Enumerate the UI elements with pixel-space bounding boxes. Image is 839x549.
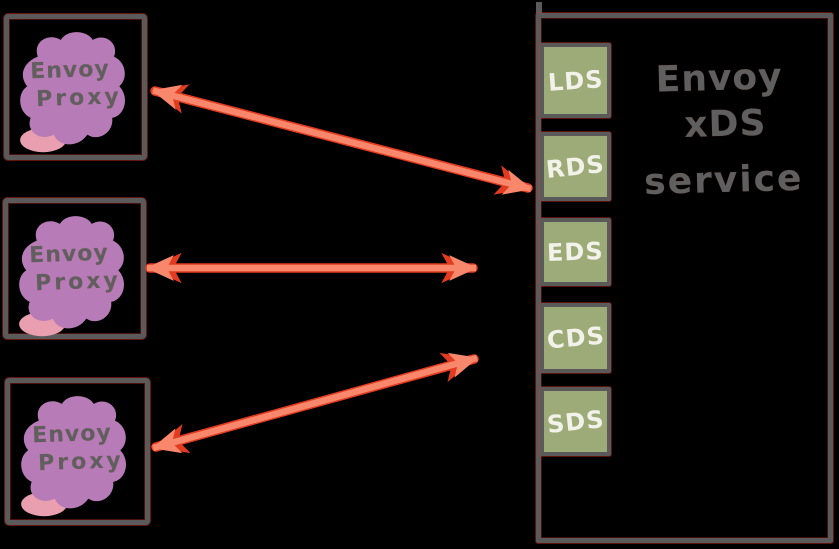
service-title: Envoy xDS service [616, 53, 825, 206]
purple-scribble [19, 216, 124, 329]
bidirectional-arrow-proxy3-service [151, 352, 479, 454]
scribble-blob [21, 396, 126, 517]
frame-overshoot-stroke [536, 2, 542, 16]
proxy-label-line1: Envoy [31, 420, 113, 449]
scribble-blob [20, 32, 125, 153]
api-label-sds: SDS [545, 404, 606, 439]
api-box-lds: LDS [540, 43, 611, 118]
proxy-label-line1: Envoy [29, 56, 111, 85]
proxy-label: Envoy Proxy [8, 56, 133, 113]
api-label-cds: CDS [545, 321, 606, 355]
api-label-lds: LDS [546, 64, 605, 97]
envoy-proxy-node-1: Envoy Proxy [4, 14, 147, 160]
service-title-line3: service [643, 157, 804, 204]
bidirectional-arrow-proxy1-service [150, 84, 533, 195]
scribble-blob [19, 216, 124, 337]
api-label-eds: EDS [546, 237, 605, 267]
proxy-label-line1: Envoy [28, 240, 110, 269]
xds-service-panel [536, 13, 833, 543]
proxy-label-line2: Proxy [37, 448, 125, 477]
service-title-line1: Envoy [655, 56, 784, 101]
api-box-cds: CDS [540, 303, 611, 373]
api-box-eds: EDS [540, 218, 611, 286]
purple-scribble [21, 396, 126, 509]
envoy-proxy-node-2: Envoy Proxy [3, 198, 146, 339]
api-label-rds: RDS [544, 149, 607, 184]
proxy-label-line2: Proxy [34, 268, 122, 297]
purple-scribble [20, 32, 125, 145]
proxy-label-line2: Proxy [35, 84, 123, 113]
service-title-line2: xDS [683, 102, 767, 146]
api-box-rds: RDS [540, 132, 611, 201]
envoy-proxy-node-3: Envoy Proxy [5, 378, 150, 525]
proxy-label: Envoy Proxy [7, 240, 132, 297]
proxy-label: Envoy Proxy [9, 421, 136, 477]
api-box-sds: SDS [540, 387, 611, 456]
